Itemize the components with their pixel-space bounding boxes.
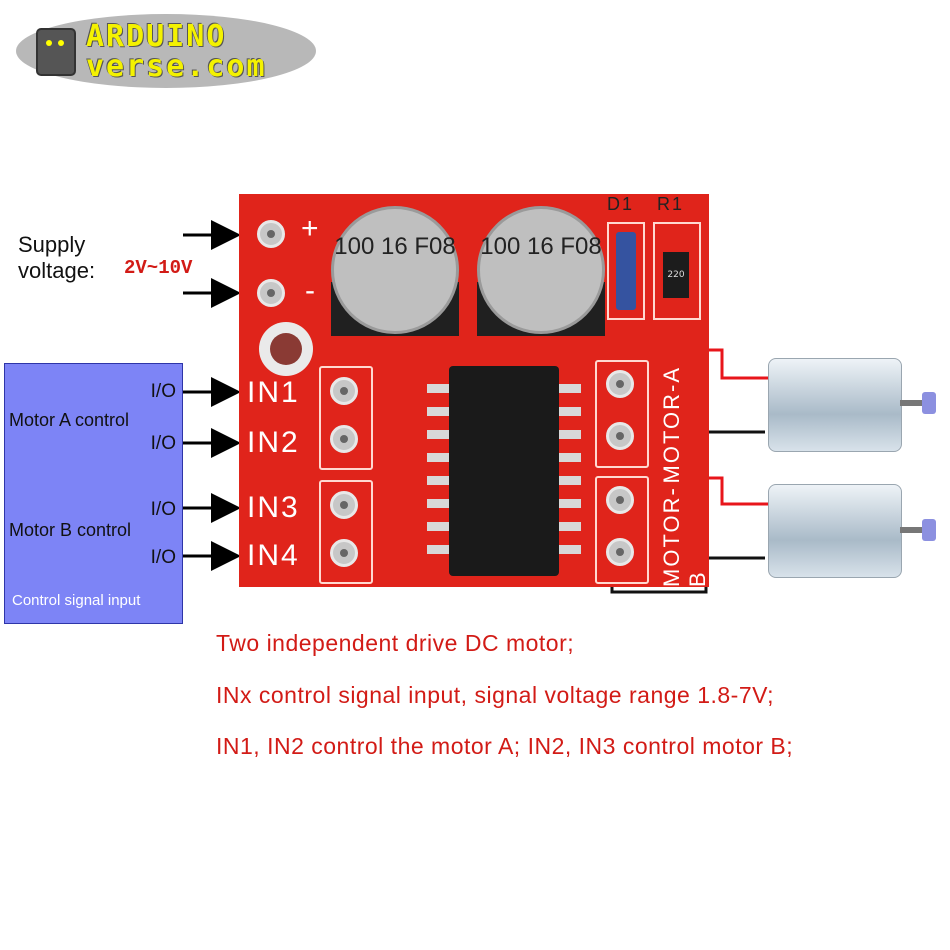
io-label-1: I/O [150, 381, 176, 402]
logo-line-1: ARDUINO [86, 19, 227, 54]
supply-label-line-1: Supply [18, 232, 86, 257]
motor-a-pad-2 [606, 422, 634, 450]
logo-line-2: verse.com [86, 49, 267, 84]
motor-a-control-label: Motor A control [9, 410, 130, 430]
diode-d1 [616, 232, 636, 310]
in3-pad [330, 491, 358, 519]
r1-outline [653, 222, 701, 320]
control-box-title: Control signal input [12, 592, 141, 609]
chip-mascot-icon [36, 28, 76, 76]
motor-a-label: MOTOR-A [659, 366, 684, 484]
motor-b-label: MOTOR-B [659, 486, 710, 587]
io-label-2: I/O [150, 433, 176, 454]
supply-voltage-label: Supply voltage: [18, 232, 95, 284]
io-label-4: I/O [150, 547, 176, 568]
chip-leg [427, 384, 449, 393]
supply-voltage-range: 2V~10V [124, 257, 193, 279]
chip-leg [559, 407, 581, 416]
in1-label: IN1 [247, 376, 300, 409]
supply-label-line-2: voltage: [18, 258, 96, 283]
in2-pad [330, 425, 358, 453]
power-plus-pad [257, 220, 285, 248]
d1-outline [607, 222, 645, 320]
in3-label: IN3 [247, 491, 300, 524]
chip-leg [559, 430, 581, 439]
driver-ic [449, 366, 559, 576]
motor-a-gear [922, 392, 936, 414]
dc-motor-b [768, 484, 902, 578]
r1-label: R1 [657, 194, 685, 214]
motor-a-shaft [900, 400, 930, 406]
chip-leg [427, 430, 449, 439]
motor-b-shaft [900, 527, 930, 533]
chip-leg [427, 453, 449, 462]
in4-label: IN4 [247, 539, 300, 572]
chip-leg [559, 499, 581, 508]
chip-leg [427, 407, 449, 416]
description-line-2: INx control signal input, signal voltage… [216, 682, 775, 708]
description-line-3: IN1, IN2 control the motor A; IN2, IN3 c… [216, 733, 794, 759]
in1-pad [330, 377, 358, 405]
cap1-marking: 100 16 F08 [334, 233, 456, 260]
minus-label: - [305, 274, 317, 307]
control-signal-box: I/O Motor A control I/O I/O Motor B cont… [4, 363, 183, 624]
d1-label: D1 [607, 194, 635, 214]
site-logo: ARDUINO verse.com [16, 14, 316, 88]
chip-leg [559, 545, 581, 554]
chip-leg [559, 453, 581, 462]
motor-b-pad-2 [606, 538, 634, 566]
motor-b-pad-1 [606, 486, 634, 514]
chip-leg [559, 476, 581, 485]
motor-a-pad-1 [606, 370, 634, 398]
chip-leg [559, 522, 581, 531]
in12-header [319, 366, 373, 470]
dc-motor-a [768, 358, 902, 452]
in34-header [319, 480, 373, 584]
cap2-marking: 100 16 F08 [480, 233, 602, 260]
resistor-code: 220 [667, 270, 685, 280]
resistor-r1: 220 [663, 252, 689, 298]
io-label-3: I/O [150, 499, 176, 520]
plus-label: + [301, 212, 321, 245]
driver-board: + - 100 16 F08 100 16 F08 D1 R1 220 IN1 … [239, 194, 710, 587]
chip-leg [427, 522, 449, 531]
chip-leg [427, 476, 449, 485]
motor-a-header [595, 360, 649, 468]
chip-leg [427, 545, 449, 554]
capacitor-2: 100 16 F08 [477, 206, 605, 334]
chip-leg [427, 499, 449, 508]
motor-b-header [595, 476, 649, 584]
mounting-hole-center [270, 333, 302, 365]
chip-leg [559, 384, 581, 393]
in4-pad [330, 539, 358, 567]
in2-label: IN2 [247, 426, 300, 459]
motor-b-control-label: Motor B control [9, 520, 132, 540]
description-line-1: Two independent drive DC motor; [216, 630, 575, 656]
capacitor-1: 100 16 F08 [331, 206, 459, 334]
motor-b-gear [922, 519, 936, 541]
power-minus-pad [257, 279, 285, 307]
